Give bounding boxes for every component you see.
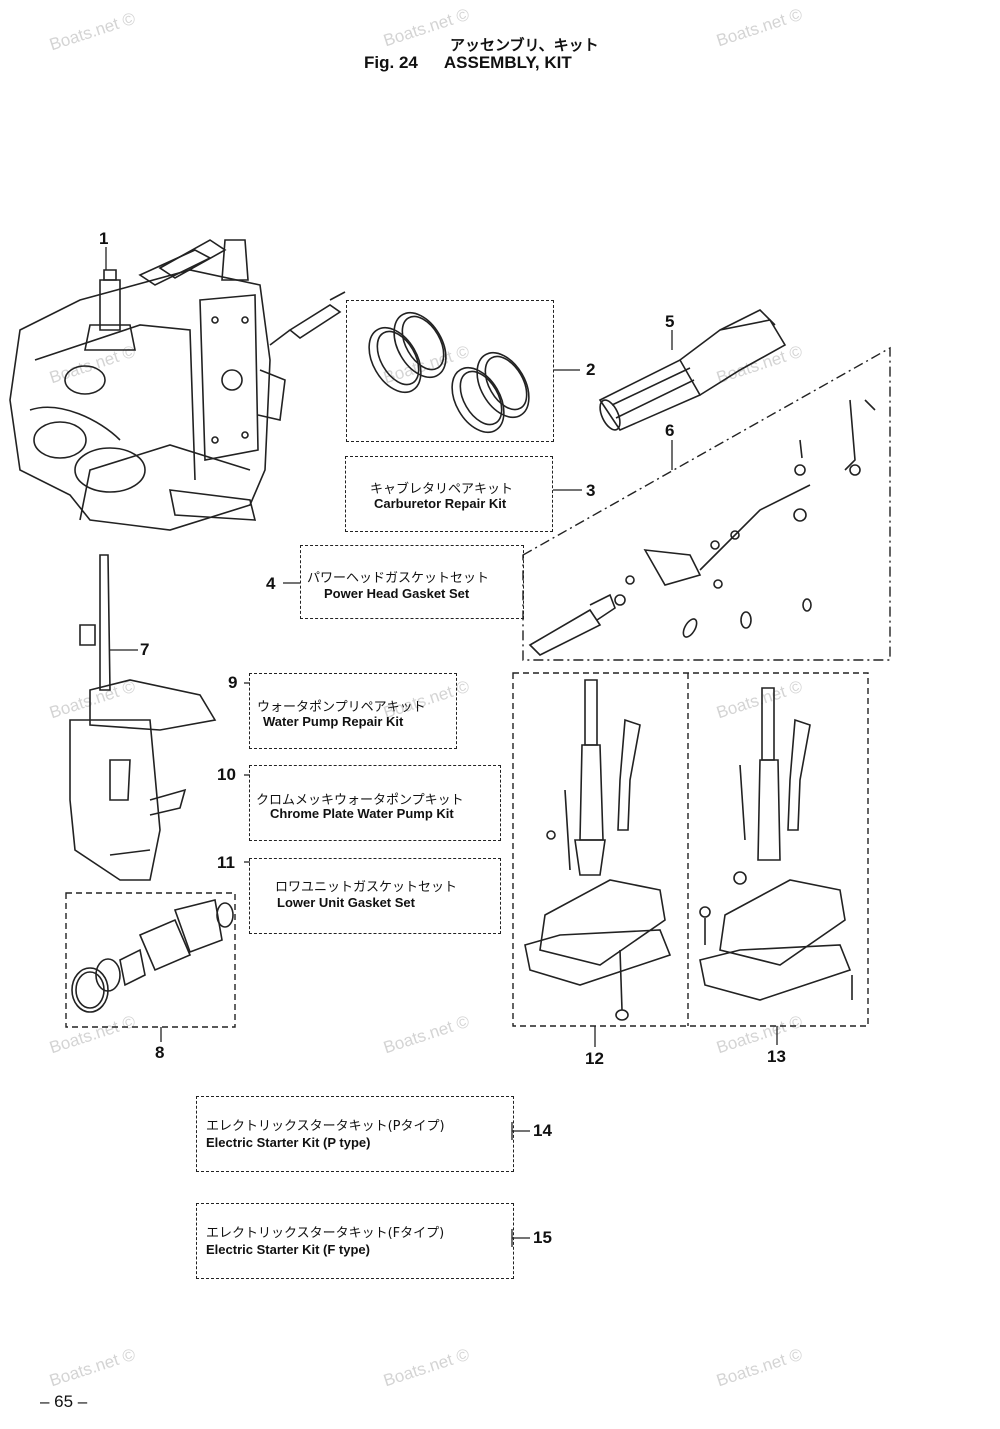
lower-unit-drawing [69, 554, 217, 881]
power-head-gasket-label-jp: パワーヘッドガスケットセット [307, 571, 490, 586]
lower-unit-gasket-label-jp: ロワユニットガスケットセット [275, 880, 458, 895]
power-head-drawing [9, 239, 346, 531]
electric-starter-p-box [196, 1096, 514, 1172]
lower-unit-gasket-label: Lower Unit Gasket Set [277, 895, 415, 910]
water-pump-repair-label: Water Pump Repair Kit [263, 714, 404, 729]
long-extension-drawing [699, 687, 853, 1001]
callout-11: 11 [217, 853, 235, 872]
lower-unit-gasket-box [249, 858, 501, 934]
figure-number: Fig. 24 [364, 53, 418, 72]
carburetor-kit-label: Carburetor Repair Kit [374, 496, 507, 511]
extension-kit-boundary [512, 672, 869, 1027]
power-head-gasket-label: Power Head Gasket Set [324, 586, 470, 601]
piston-ring-drawing [368, 311, 530, 434]
short-extension-drawing [524, 679, 672, 1021]
chrome-water-pump-box [249, 765, 501, 841]
callout-8: 8 [155, 1043, 165, 1062]
callout-13: 13 [767, 1047, 786, 1066]
electric-starter-p-label-jp: エレクトリックスタータキット(Pタイプ) [206, 1119, 445, 1134]
chrome-water-pump-label-jp: クロムメッキウォータポンプキット [256, 793, 464, 808]
callout-1: 1 [99, 229, 109, 248]
callout-7: 7 [140, 640, 150, 659]
water-pump-parts-drawing [71, 899, 234, 1013]
water-pump-repair-box [249, 673, 457, 749]
throttle-parts-drawing [528, 399, 876, 656]
callout-14: 14 [533, 1121, 552, 1140]
callout-12: 12 [585, 1049, 604, 1068]
callout-10: 10 [217, 765, 236, 784]
callout-5: 5 [665, 312, 675, 331]
carburetor-kit-box [345, 456, 553, 532]
carburetor-kit-label-jp: キャブレタリペアキット [370, 482, 514, 497]
water-pump-kit-boundary [65, 892, 236, 1028]
page-number: – 65 – [40, 1392, 88, 1411]
callout-15: 15 [533, 1228, 552, 1247]
electric-starter-f-label-jp: エレクトリックスタータキット(Fタイプ) [206, 1226, 445, 1241]
callout-6: 6 [665, 421, 675, 440]
callout-9: 9 [228, 673, 238, 692]
callout-4: 4 [266, 574, 276, 593]
figure-title-english: ASSEMBLY, KIT [443, 53, 572, 72]
callout-3: 3 [586, 481, 596, 500]
water-pump-repair-label-jp: ウォータポンプリペアキット [257, 700, 426, 715]
figure-title: Fig. 24 ASSEMBLY, KIT [364, 53, 598, 73]
electric-starter-f-box [196, 1203, 514, 1279]
callout-2: 2 [586, 360, 596, 379]
piston-ring-kit-box [346, 300, 554, 442]
electric-starter-p-label: Electric Starter Kit (P type) [206, 1135, 371, 1150]
electric-starter-f-label: Electric Starter Kit (F type) [206, 1242, 370, 1257]
power-head-gasket-box [300, 545, 524, 619]
chrome-water-pump-label: Chrome Plate Water Pump Kit [270, 806, 454, 821]
tiller-handle-drawing [598, 309, 787, 432]
throttle-kit-boundary [522, 346, 891, 661]
figure-title-japanese: アッセンブリ、キット [450, 36, 599, 54]
